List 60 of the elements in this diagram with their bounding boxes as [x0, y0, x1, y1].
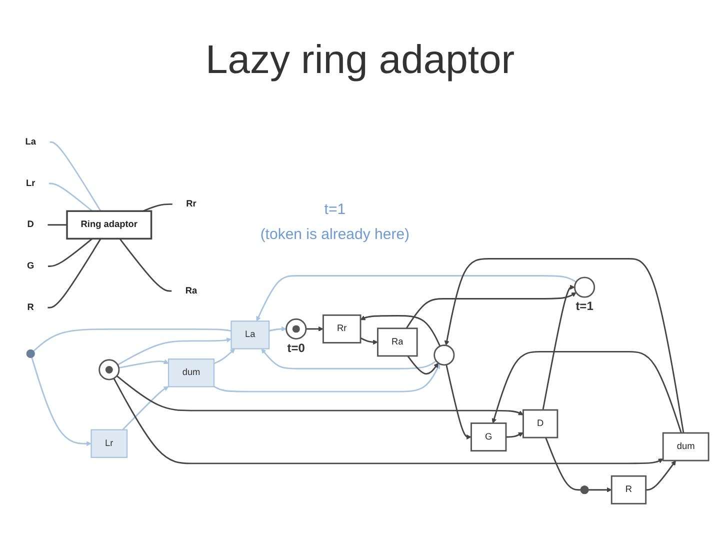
arrow — [122, 386, 169, 430]
connector — [49, 182, 93, 212]
node-circle — [98, 359, 120, 380]
connector — [48, 224, 67, 226]
state-label: t=1 — [323, 200, 347, 219]
node-box: G — [470, 422, 507, 452]
arrow — [407, 356, 439, 374]
connector — [142, 203, 172, 212]
node-text: Lr — [26, 178, 36, 188]
node-box: R — [610, 475, 647, 504]
arrow — [360, 315, 441, 346]
note-text: (token is already here) — [259, 224, 411, 244]
connector — [50, 141, 102, 212]
node-text: D — [27, 220, 34, 230]
arrow — [118, 359, 169, 369]
node-box: Ring adaptor — [66, 210, 152, 240]
node-text: Ra — [185, 286, 198, 296]
arrow — [360, 337, 378, 345]
arrow — [588, 487, 612, 492]
arrow — [214, 364, 440, 392]
state-label: t=0 — [285, 340, 307, 355]
node-circle — [580, 486, 589, 494]
slide-title: Lazy ring adaptor — [205, 38, 515, 82]
arrow — [261, 348, 437, 370]
node-text: La — [25, 136, 36, 147]
node-text: Rr — [186, 199, 196, 209]
node-box: Lr — [90, 429, 128, 458]
node-box: Ra — [377, 328, 418, 357]
connector — [48, 238, 102, 308]
arrow — [31, 357, 92, 446]
connector — [48, 238, 93, 267]
node-circle — [286, 318, 307, 340]
node-circle — [26, 349, 35, 358]
node-box: La — [230, 320, 270, 350]
arrow — [306, 326, 324, 332]
arrow — [444, 258, 684, 434]
node-text: G — [27, 261, 34, 271]
arrow — [113, 378, 664, 464]
connector — [545, 437, 580, 491]
node-circle — [574, 276, 596, 298]
arrow — [256, 275, 577, 322]
node-box: dum — [168, 358, 215, 388]
arrow — [214, 348, 236, 364]
arrow — [646, 460, 676, 491]
node-box: Rr — [322, 314, 362, 344]
node-box: D — [522, 409, 558, 438]
arrow — [117, 338, 232, 366]
arrow — [492, 350, 682, 434]
arrow — [446, 364, 472, 440]
node-circle — [434, 344, 455, 366]
arrow — [406, 292, 576, 329]
arrow — [116, 375, 524, 416]
node-box: dum — [662, 432, 710, 462]
arrow — [506, 432, 524, 438]
arrow — [268, 326, 287, 332]
node-text: R — [27, 302, 34, 312]
connector — [33, 328, 232, 352]
arrow — [542, 284, 575, 410]
connector — [119, 238, 172, 292]
state-label: t=1 — [574, 299, 596, 314]
